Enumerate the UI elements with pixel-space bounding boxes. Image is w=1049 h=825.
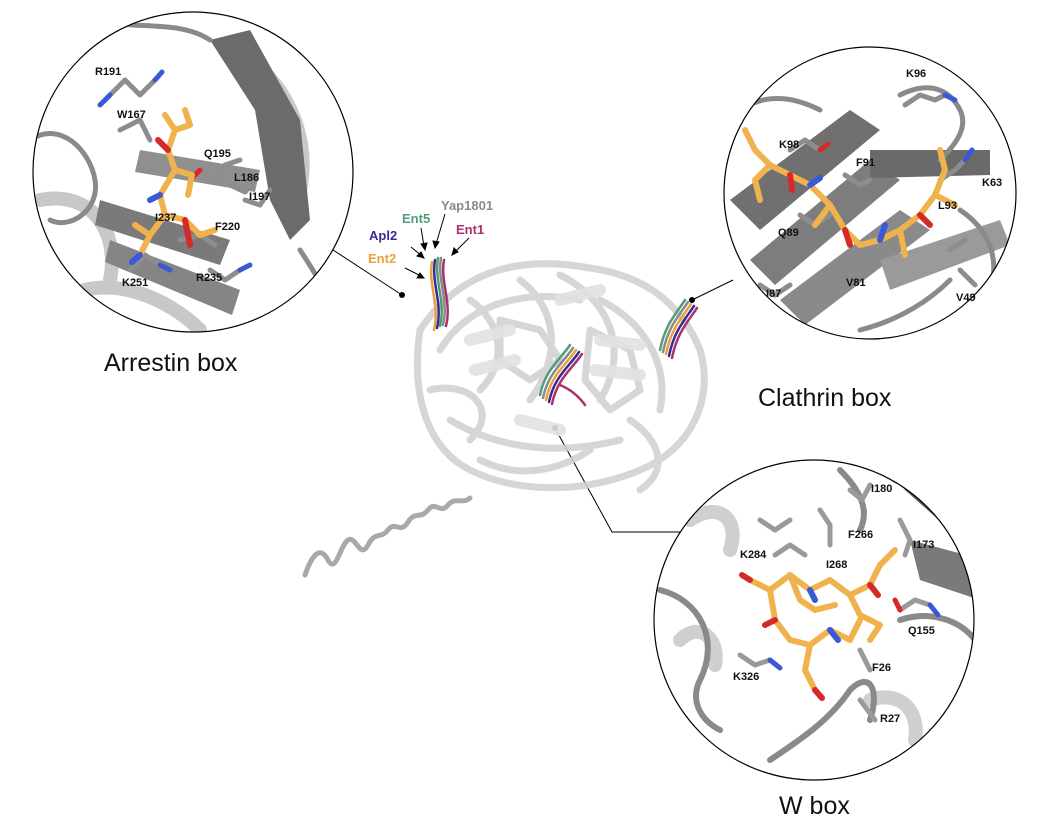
protein-labels: Ent5 Yap1801 Apl2 Ent1 Ent2 — [368, 198, 493, 266]
res-k96: K96 — [906, 68, 926, 80]
res-k284: K284 — [740, 549, 767, 561]
res-k326: K326 — [733, 671, 759, 683]
wbox-hetero-atoms — [767, 597, 941, 671]
arrestin-ligand — [129, 107, 218, 265]
wbox-zoom: I180 F266 I173 K284 I268 Q155 K326 F26 R… — [653, 459, 975, 820]
res-q89: Q89 — [778, 227, 799, 239]
res-q195: Q195 — [204, 148, 231, 160]
label-ent1: Ent1 — [456, 222, 484, 237]
arrestin-title: Arrestin box — [104, 349, 238, 377]
clathrin-residue-labels: K96 K98 F91 K63 L93 Q89 I87 V81 V49 — [766, 68, 1002, 304]
res-i237: I237 — [155, 212, 176, 224]
res-i87: I87 — [766, 288, 781, 300]
wbox-sidechains — [737, 482, 933, 723]
clathrin-zoom: K96 K98 F91 K63 L93 Q89 I87 V81 V49 Clat… — [723, 46, 1017, 412]
aligned-peptides-central — [538, 343, 587, 407]
res-k251: K251 — [122, 277, 148, 289]
arrestin-hetero-atoms — [97, 69, 253, 273]
arrestin-sidechains — [107, 77, 273, 283]
arrestin-zoom: R191 W167 Q195 L186 I197 I237 F220 K251 … — [32, 11, 354, 377]
aligned-peptides-clathrin — [658, 298, 699, 360]
res-i180: I180 — [871, 483, 892, 495]
clathrin-title: Clathrin box — [758, 384, 892, 412]
clathrin-circle — [723, 46, 1017, 340]
res-f91: F91 — [856, 157, 875, 169]
arrestin-residue-labels: R191 W167 Q195 L186 I197 I237 F220 K251 … — [95, 66, 270, 289]
res-f266: F266 — [848, 529, 873, 541]
res-r235: R235 — [196, 272, 222, 284]
aligned-peptides-arrestin — [429, 256, 449, 332]
res-q155: Q155 — [908, 625, 935, 637]
label-yap1801: Yap1801 — [441, 198, 493, 213]
res-i173: I173 — [913, 539, 934, 551]
central-structure: Ent5 Yap1801 Apl2 Ent1 Ent2 — [302, 198, 708, 578]
res-f26: F26 — [872, 662, 891, 674]
res-r27: R27 — [880, 713, 900, 725]
res-k63: K63 — [982, 177, 1002, 189]
res-f220: F220 — [215, 221, 240, 233]
res-w167: W167 — [117, 109, 146, 121]
wbox-title: W box — [779, 792, 850, 820]
wbox-residue-labels: I180 F266 I173 K284 I268 Q155 K326 F26 R… — [733, 483, 935, 725]
res-v49: V49 — [956, 292, 976, 304]
res-i197: I197 — [249, 191, 270, 203]
clathrin-hetero-atoms — [817, 92, 975, 163]
res-k98: K98 — [779, 139, 799, 151]
wbox-ligand — [739, 547, 898, 701]
clathrin-ligand — [742, 127, 958, 258]
helix-tail — [302, 495, 473, 578]
res-l186: L186 — [234, 172, 259, 184]
arrestin-circle — [32, 11, 354, 333]
res-v81: V81 — [846, 277, 866, 289]
clathrin-sheets — [730, 110, 1010, 325]
connector-arrestin — [329, 247, 403, 296]
label-arrows — [404, 213, 470, 279]
res-i268: I268 — [826, 559, 847, 571]
label-ent2: Ent2 — [368, 251, 396, 266]
connector-clathrin — [691, 279, 734, 301]
label-ent5: Ent5 — [402, 211, 430, 226]
faded-protein-strands — [464, 284, 646, 436]
res-l93: L93 — [938, 200, 957, 212]
res-r191: R191 — [95, 66, 121, 78]
clathrin-loops — [737, 85, 997, 333]
label-apl2: Apl2 — [369, 228, 397, 243]
wbox-circle — [653, 459, 975, 781]
